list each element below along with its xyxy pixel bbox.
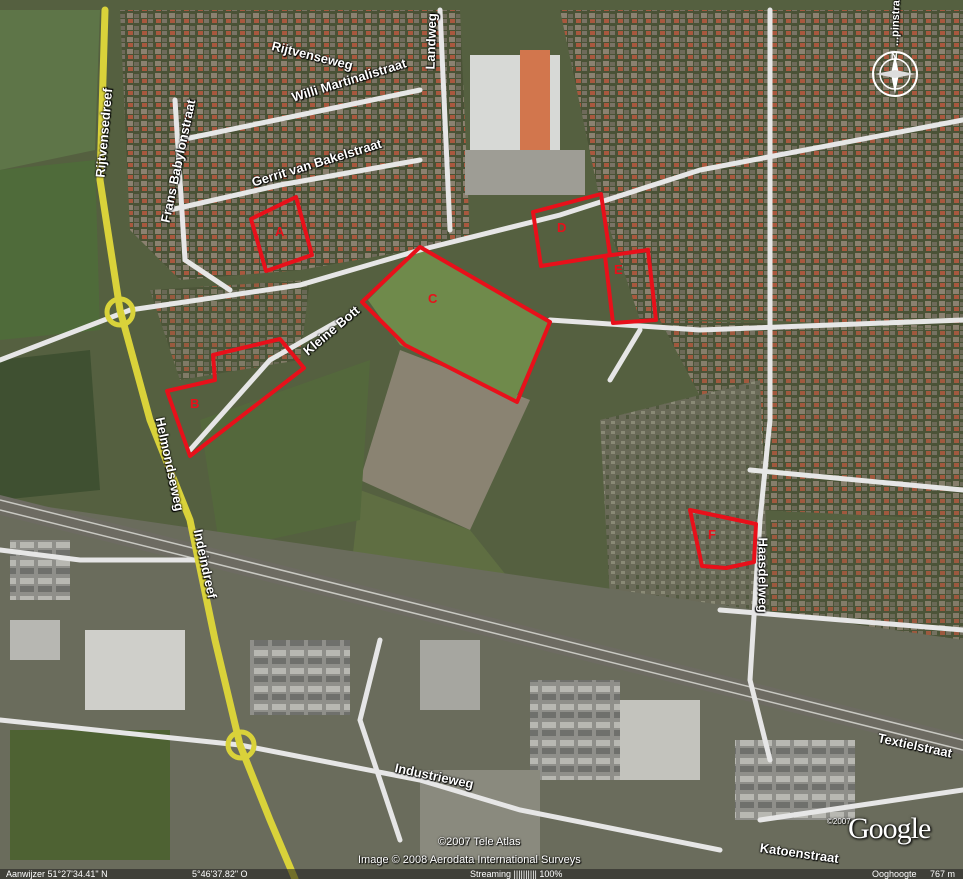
google-small-credit: ©2007 [827,817,851,826]
area-c-outline [360,245,552,404]
compass-icon [872,51,918,97]
status-bar: Aanwijzer 51°27'34.41" N 5°46'37.82" O S… [0,869,963,879]
tele-atlas-credit: ©2007 Tele Atlas [438,836,521,848]
aerodata-credit: Image © 2008 Aerodata International Surv… [358,854,581,866]
area-marker-f[interactable]: F [708,527,716,542]
eye-altitude-label: Ooghoogte [872,869,917,879]
area-marker-c[interactable]: C [428,291,438,306]
area-e-outline [603,248,658,325]
area-marker-e[interactable]: E [614,262,623,277]
street-label: ...pinstraat [889,0,903,47]
pointer-longitude: 5°46'37.82" O [192,869,248,879]
eye-altitude-value: 767 m [930,869,956,879]
compass-north-label: N [891,51,898,61]
area-marker-a[interactable]: A [275,224,285,239]
streaming-status: Streaming |||||||||| 100% [470,869,563,879]
pointer-coordinates: Aanwijzer 51°27'34.41" N [6,869,108,879]
area-f-outline [688,508,758,570]
street-label: Haasdelweg [755,537,771,613]
area-b-outline [165,337,306,458]
area-marker-d[interactable]: D [557,220,567,235]
google-logo: Google [848,812,931,845]
street-label: Landweg [422,12,440,70]
area-a-outline [249,195,314,273]
area-marker-b[interactable]: B [190,396,200,411]
